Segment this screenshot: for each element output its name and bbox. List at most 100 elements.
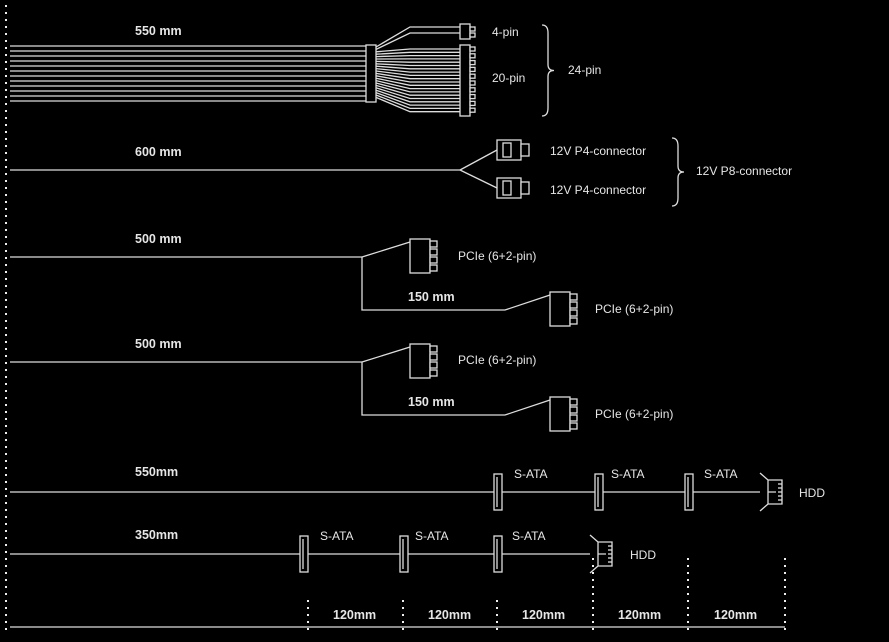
cable-wire bbox=[459, 149, 498, 189]
connector-pin bbox=[469, 107, 476, 113]
extension-length: 150 mm bbox=[408, 395, 455, 409]
connector-label: 12V P4-connector bbox=[550, 183, 646, 197]
cable-length: 550 mm bbox=[135, 24, 182, 38]
scale-label: 120mm bbox=[522, 608, 565, 622]
connector-label: PCIe (6+2-pin) bbox=[595, 407, 673, 421]
sata-connector-icon bbox=[299, 535, 309, 573]
connector-pin bbox=[429, 369, 438, 377]
connector-label: 12V P4-connector bbox=[550, 144, 646, 158]
connector-pin bbox=[429, 345, 438, 353]
connector-pin bbox=[469, 93, 476, 100]
cable-wire bbox=[375, 75, 460, 83]
scale-label: 120mm bbox=[618, 608, 661, 622]
cable-wire bbox=[375, 94, 460, 110]
brace-p8 bbox=[671, 137, 685, 207]
cable-length: 550mm bbox=[135, 465, 178, 479]
connector-pin bbox=[569, 422, 578, 430]
connector-pin bbox=[469, 100, 476, 107]
scale-label: 120mm bbox=[333, 608, 376, 622]
connector-pin bbox=[569, 309, 578, 317]
scale-label: 120mm bbox=[428, 608, 471, 622]
sata-connector-icon bbox=[399, 535, 409, 573]
connector-latch bbox=[520, 143, 530, 157]
cable-wire bbox=[375, 82, 460, 93]
cable-length: 500 mm bbox=[135, 337, 182, 351]
sata-connector-icon bbox=[684, 473, 694, 511]
cable-length: 600 mm bbox=[135, 145, 182, 159]
sata-label: S-ATA bbox=[611, 467, 645, 481]
cable-wire bbox=[375, 91, 460, 106]
20-pin-connector-icon bbox=[459, 44, 471, 117]
connector-pin bbox=[429, 256, 438, 264]
sata-label: S-ATA bbox=[704, 467, 738, 481]
sata-label: S-ATA bbox=[514, 467, 548, 481]
sata-connector-icon bbox=[493, 535, 503, 573]
connector-pin bbox=[469, 26, 476, 32]
connector-pin bbox=[569, 414, 578, 422]
cable-wire bbox=[361, 241, 551, 311]
connector-pin bbox=[502, 142, 512, 158]
cable-wire bbox=[375, 70, 460, 77]
hdd-label: HDD bbox=[799, 486, 825, 500]
connector-pin bbox=[429, 353, 438, 361]
connector-label: PCIe (6+2-pin) bbox=[458, 353, 536, 367]
hdd-label: HDD bbox=[630, 548, 656, 562]
connector-label: PCIe (6+2-pin) bbox=[458, 249, 536, 263]
sata-connector-icon bbox=[493, 473, 503, 511]
connector-pin bbox=[469, 87, 476, 93]
connector-label: PCIe (6+2-pin) bbox=[595, 302, 673, 316]
sata-label: S-ATA bbox=[512, 529, 546, 543]
cable-sleeve-clip bbox=[365, 44, 377, 103]
connector-pin bbox=[569, 406, 578, 414]
cable-wire bbox=[361, 346, 551, 416]
4-pin-connector-icon bbox=[459, 23, 471, 40]
connector-label: 4-pin bbox=[492, 25, 519, 39]
connector-pin bbox=[469, 32, 476, 38]
connector-pin bbox=[569, 301, 578, 309]
connector-pin bbox=[569, 293, 578, 301]
connector-pin bbox=[429, 240, 438, 248]
connector-pin bbox=[469, 53, 476, 59]
cable-length: 500 mm bbox=[135, 232, 182, 246]
connector-label: 20-pin bbox=[492, 71, 525, 85]
cable-wire bbox=[375, 79, 460, 90]
cable-wire bbox=[375, 54, 460, 58]
brace-24-pin bbox=[541, 24, 555, 117]
cable-wire bbox=[375, 89, 460, 103]
connector-pin bbox=[569, 398, 578, 406]
pcie-connector-icon bbox=[549, 291, 571, 327]
cable-wire bbox=[375, 26, 460, 48]
cable-wire bbox=[375, 65, 460, 70]
group-label: 24-pin bbox=[568, 63, 601, 77]
connector-pin bbox=[429, 248, 438, 256]
pcie-connector-icon bbox=[409, 238, 431, 274]
cable-wire bbox=[375, 72, 460, 80]
connector-pin bbox=[469, 46, 476, 52]
connector-pin bbox=[502, 180, 512, 196]
cable-wire bbox=[375, 63, 460, 67]
cable-wire bbox=[375, 84, 460, 96]
connector-pin bbox=[569, 317, 578, 325]
cable-wire bbox=[375, 48, 460, 53]
cable-wire bbox=[375, 77, 460, 86]
extension-length: 150 mm bbox=[408, 290, 455, 304]
sata-label: S-ATA bbox=[320, 529, 354, 543]
pcie-connector-icon bbox=[549, 396, 571, 432]
sata-label: S-ATA bbox=[415, 529, 449, 543]
connector-pin bbox=[469, 80, 476, 86]
sata-connector-icon bbox=[594, 473, 604, 511]
pcie-connector-icon bbox=[409, 343, 431, 379]
cable-length: 350mm bbox=[135, 528, 178, 542]
connector-pin bbox=[469, 73, 476, 79]
cable-wire bbox=[375, 51, 460, 55]
cable-wire bbox=[375, 32, 460, 50]
cable-wire bbox=[375, 96, 460, 113]
connector-pin bbox=[429, 361, 438, 369]
connector-pin bbox=[469, 66, 476, 73]
scale-label: 120mm bbox=[714, 608, 757, 622]
cable-wire bbox=[375, 67, 460, 73]
connector-latch bbox=[520, 181, 530, 195]
connector-pin bbox=[429, 264, 438, 272]
cable-wire bbox=[375, 60, 460, 63]
